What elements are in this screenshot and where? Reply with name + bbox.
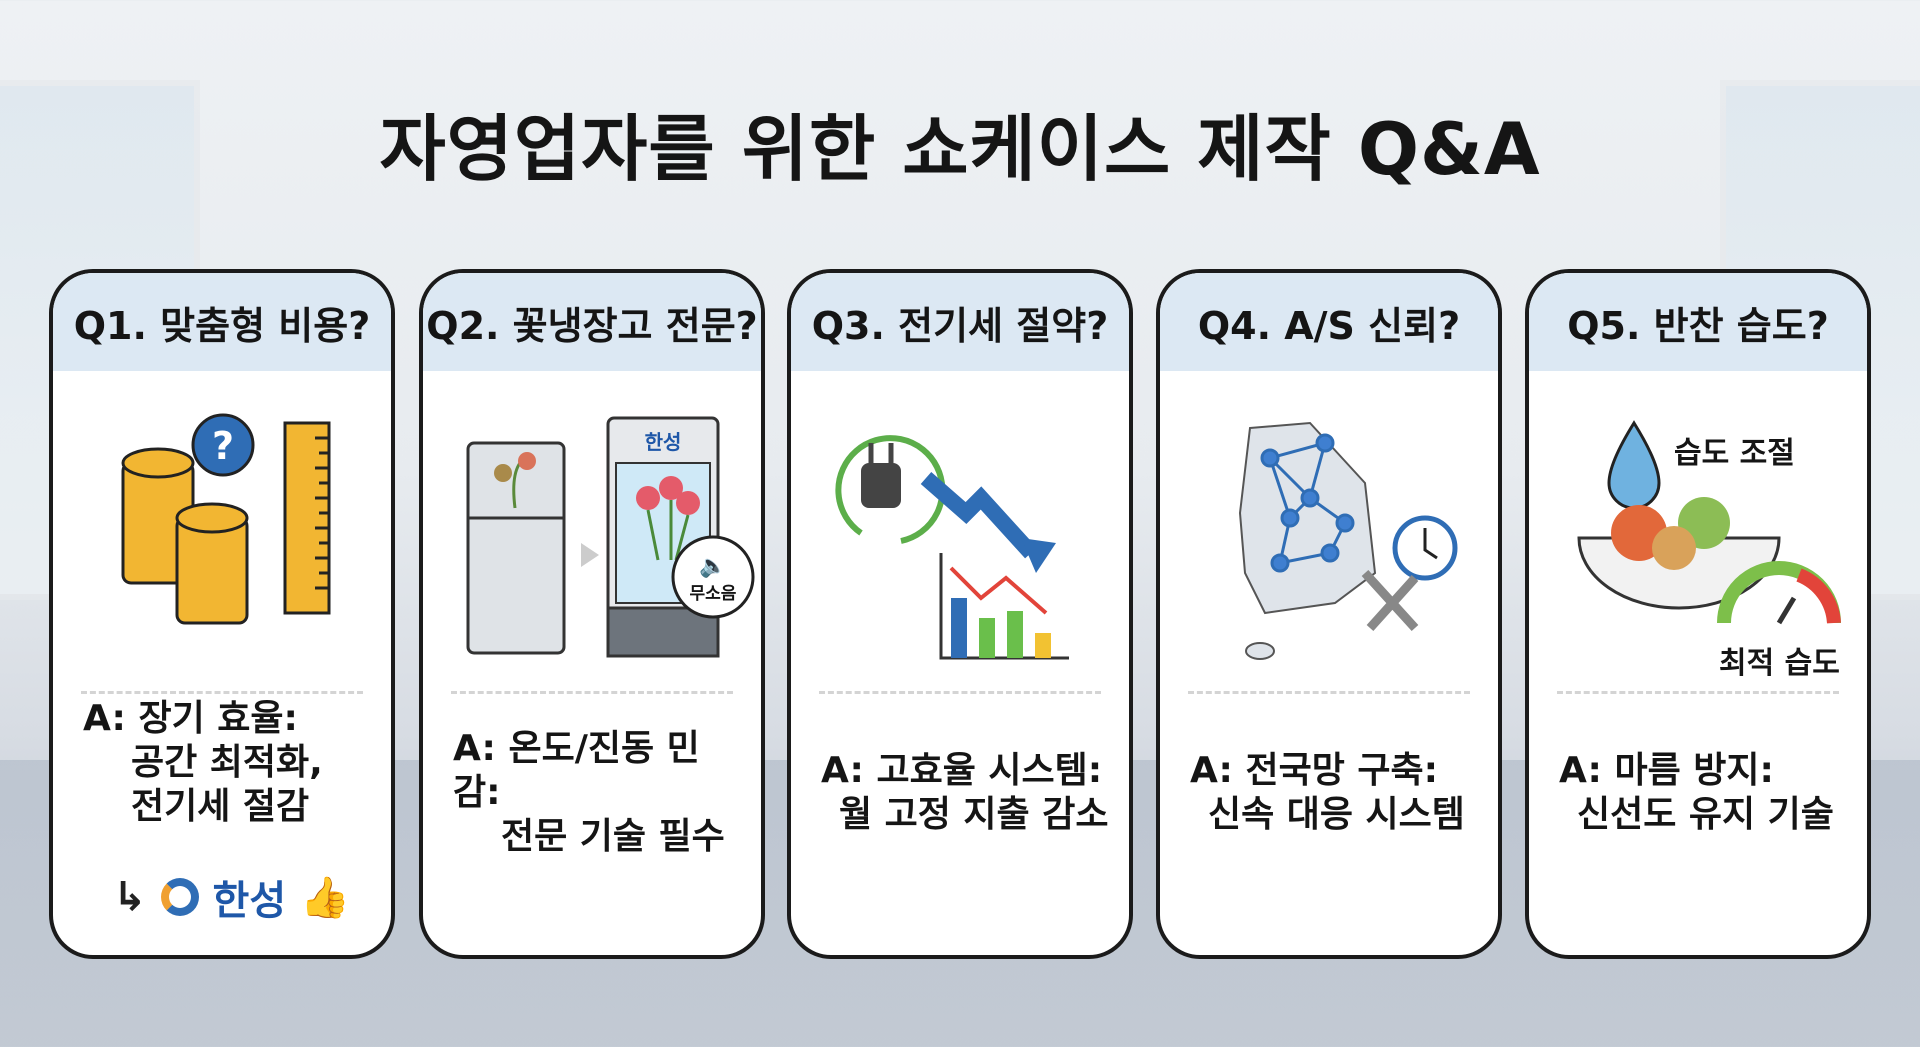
down-arrow-icon [920, 471, 1037, 559]
question: Q3. 전기세 절약? [791, 273, 1129, 371]
humidity-control-label: 습도 조절 [1674, 436, 1795, 471]
svg-text:?: ? [212, 424, 234, 468]
water-drop-icon [1607, 420, 1661, 510]
ruler-icon [283, 421, 331, 615]
answer: A: 고효율 시스템: 월 고정 지출 감소 [821, 713, 1109, 873]
answer-line: A: 온도/진동 민감: [453, 728, 700, 814]
question: Q5. 반찬 습도? [1529, 273, 1867, 371]
answer-line: 전기세 절감 [131, 785, 310, 827]
qa-card-3: Q3. 전기세 절약? A: 고효율 시스템: 월 고정 지출 감소 [787, 269, 1133, 959]
divider [81, 691, 363, 694]
answer-line: 신속 대응 시스템 [1208, 794, 1465, 835]
divider [819, 691, 1101, 694]
optimal-humidity-label: 최적 습도 [1719, 646, 1840, 681]
answer-line: 월 고정 지출 감소 [839, 794, 1109, 835]
thumbs-up-icon: 👍 [300, 874, 350, 921]
qa-card-1: Q1. 맞춤형 비용? ? A: 장기 효율: 공간 최적화, 전기세 절감 ↳… [49, 269, 395, 959]
divider [1188, 691, 1470, 694]
coins-ruler-illustration: ? [121, 413, 331, 625]
silent-label: 무소음 [690, 584, 737, 604]
brand-name: 한성 [645, 430, 682, 454]
network-icon [1260, 433, 1355, 573]
side-dish-bowl-icon [1577, 497, 1781, 610]
bar-chart-icon [939, 553, 1069, 660]
page-title: 자영업자를 위한 쇼케이스 제작 Q&A [379, 107, 1541, 191]
answer: A: 전국망 구축: 신속 대응 시스템 [1190, 713, 1478, 873]
answer-line: A: 마름 방지: [1559, 750, 1774, 792]
question: Q1. 맞춤형 비용? [53, 273, 391, 371]
arrow-icon: ↳ [113, 874, 147, 920]
plug-icon [835, 435, 946, 544]
home-fridge-icon [466, 441, 566, 655]
question-bubble-icon [191, 413, 255, 477]
brand-row: ↳ 한성 👍 [113, 868, 350, 926]
korea-map-icon [1238, 421, 1377, 615]
qa-card-5: Q5. 반찬 습도? 습도 조절 최적 습도 A: 마름 방지: 신선도 유지 … [1525, 269, 1871, 959]
answer-line: A: 장기 효율: [83, 698, 298, 740]
humidity-gauge-icon [1717, 561, 1841, 625]
answer-line: 공간 최적화, [131, 742, 323, 784]
fridge-comparison-illustration: 한성 🔈 무소음 [466, 416, 755, 658]
qa-card-4: Q4. A/S 신뢰? A: 전국망 구축: 신속 대응 시스템 [1156, 269, 1502, 959]
answer-line: 신선도 유지 기술 [1577, 794, 1834, 835]
divider [451, 691, 733, 694]
question: Q4. A/S 신뢰? [1160, 273, 1498, 371]
answer: A: 온도/진동 민감: 전문 기술 필수 [453, 713, 741, 873]
answer: A: 장기 효율: 공간 최적화, 전기세 절감 [83, 683, 371, 843]
speaker-badge [671, 535, 755, 619]
humidity-illustration: 습도 조절 최적 습도 [1577, 420, 1841, 681]
answer: A: 마름 방지: 신선도 유지 기술 [1559, 713, 1847, 873]
arrow-icon [581, 543, 599, 567]
answer-line: A: 전국망 구축: [1190, 750, 1438, 792]
speaker-icon: 🔈 [699, 554, 726, 579]
question: Q2. 꽃냉장고 전문? [423, 273, 761, 371]
answer-line: 전문 기술 필수 [501, 815, 725, 857]
energy-saving-illustration [835, 435, 1069, 660]
divider [1557, 691, 1839, 694]
wrench-icon [1361, 569, 1419, 632]
brand-logo-icon [160, 878, 199, 916]
coin-stack-icon [121, 447, 249, 625]
service-network-illustration [1238, 421, 1458, 660]
answer-line: A: 고효율 시스템: [821, 750, 1103, 792]
brand-name: 한성 [212, 878, 287, 924]
qa-card-2: Q2. 꽃냉장고 전문? 한성 🔈 무소음 A: 온도/진동 민감: 전문 기술… [419, 269, 765, 959]
